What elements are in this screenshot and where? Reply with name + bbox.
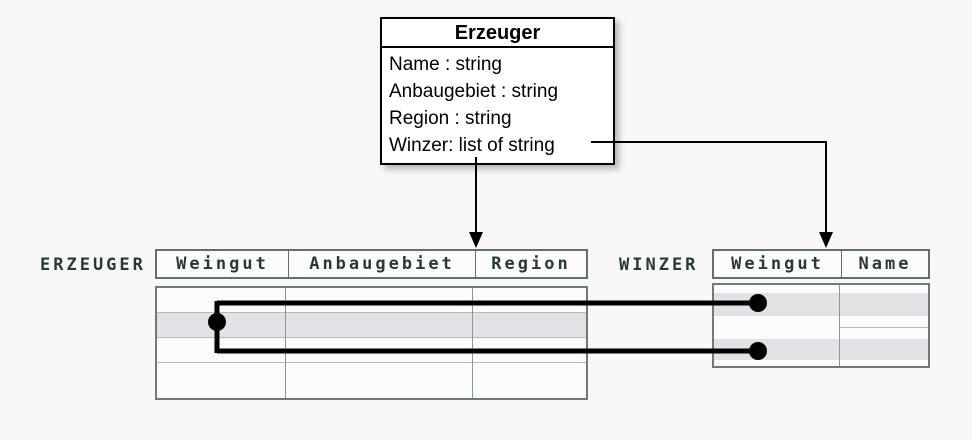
erzeuger-table-label: ERZEUGER: [40, 255, 146, 275]
class-box-title: Erzeuger: [382, 19, 613, 48]
column-divider: [285, 288, 286, 398]
row-divider: [839, 327, 928, 328]
attribute-anbaugebiet: Anbaugebiet : string: [389, 81, 559, 102]
column-divider: [472, 288, 473, 398]
class-box-attributes: Name : string Anbaugebiet : string Regio…: [382, 48, 613, 163]
erzeuger-mapping-arrowhead: [469, 232, 483, 248]
winzer-highlighted-row-1: [714, 293, 928, 316]
row-divider: [157, 337, 586, 338]
row-divider: [157, 312, 586, 313]
erzeuger-column-weingut: Weingut: [176, 254, 269, 274]
winzer-mapping-arrowhead: [819, 232, 833, 248]
erzeuger-column-anbaugebiet: Anbaugebiet: [288, 251, 475, 277]
winzer-mapping-arrow-line: [591, 141, 827, 235]
winzer-table-header: Weingut Name: [712, 249, 930, 279]
column-divider: [839, 285, 840, 366]
erzeuger-highlighted-row: [157, 312, 586, 337]
erzeuger-table-header: Weingut Anbaugebiet Region: [155, 249, 588, 279]
erzeuger-table-body: [155, 286, 588, 400]
attribute-region: Region : string: [389, 108, 512, 129]
winzer-column-weingut: Weingut: [731, 254, 824, 274]
winzer-table-label: WINZER: [619, 255, 699, 275]
erzeuger-column-region: Region: [475, 251, 586, 277]
winzer-highlighted-row-2: [714, 339, 928, 360]
row-divider: [157, 362, 586, 363]
attribute-winzer: Winzer: list of string: [389, 135, 555, 156]
attribute-name: Name : string: [389, 54, 502, 75]
winzer-table-body: [712, 283, 930, 368]
winzer-column-name: Name: [841, 251, 928, 277]
class-box-erzeuger: Erzeuger Name : string Anbaugebiet : str…: [380, 17, 615, 165]
